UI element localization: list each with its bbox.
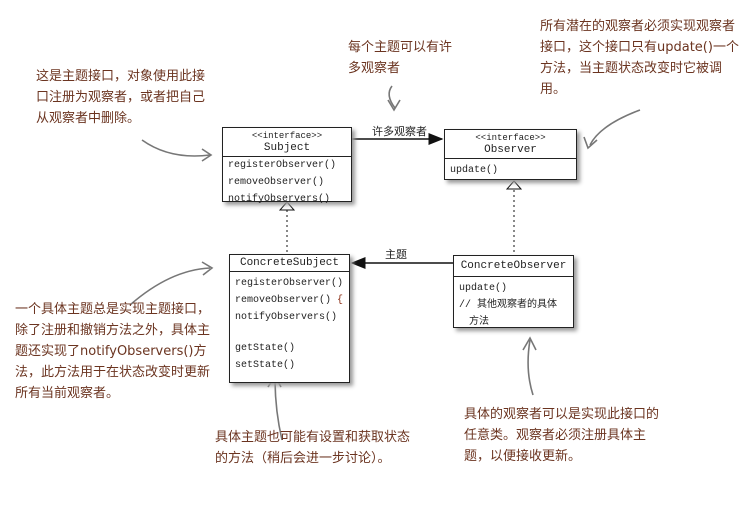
class-name: ConcreteObserver	[460, 260, 567, 272]
class-name: Observer	[484, 144, 537, 156]
realization-triangle-observer	[505, 180, 523, 190]
note-concrete-observer: 具体的观察者可以是实现此接口的任意类。观察者必须注册具体主题，以便接收更新。	[464, 407, 660, 464]
stereotype: <<interface>>	[251, 131, 323, 141]
pointer-arrow-note1	[141, 139, 211, 157]
class-name: ConcreteSubject	[239, 257, 340, 269]
method-body-brace: {···}	[337, 295, 344, 306]
comment: 方法	[469, 317, 489, 328]
method: notifyObservers()	[235, 312, 338, 323]
method: registerObserver()	[228, 160, 337, 171]
note-subject-interface: 这是主题接口，对象使用此接口注册为观察者，或者把自己从观察者中删除。	[36, 69, 206, 126]
method: setState()	[235, 360, 296, 371]
observer-interface-box: <<interface>>Observer update()	[444, 129, 577, 180]
pointer-arrow-note5	[274, 377, 283, 441]
label-subject: 主题	[385, 248, 407, 261]
concrete-subject-box: ConcreteSubject registerObserver() {···}…	[229, 254, 350, 383]
pointer-arrow-note4	[129, 267, 211, 306]
note-concrete-subject: 一个具体主题总是实现主题接口，除了注册和撤销方法之外，具体主题还实现了notif…	[15, 302, 211, 401]
pointer-arrow-note2	[388, 85, 396, 109]
comment: // 其他观察者的具体	[459, 300, 558, 311]
method: registerObserver()	[235, 278, 344, 289]
method: notifyObservers()	[228, 194, 331, 205]
realization-triangle-subject	[278, 201, 296, 211]
method: removeObserver()	[235, 295, 332, 306]
note-many-observers: 每个主题可以有许多观察者	[348, 40, 453, 76]
stereotype: <<interface>>	[475, 133, 546, 143]
method: update()	[459, 283, 508, 294]
label-many-observers: 许多观察者	[372, 125, 427, 138]
method: getState()	[235, 343, 296, 354]
class-name: Subject	[263, 142, 311, 154]
subject-interface-box: <<interface>>Subject registerObserver() …	[222, 127, 352, 205]
note-observer-interface: 所有潜在的观察者必须实现观察者接口，这个接口只有update()一个方法，当主题…	[540, 19, 739, 97]
method-body-brace: {···}	[343, 312, 344, 323]
pointer-arrow-note3	[589, 109, 641, 146]
note-state-methods: 具体主题也可能有设置和获取状态的方法（稍后会进一步讨论）。	[215, 430, 411, 466]
pointer-arrow-note6	[527, 339, 534, 396]
concrete-observer-box: ConcreteObserver update() // 其他观察者的具体 方法	[453, 255, 574, 328]
method: removeObserver()	[228, 177, 325, 188]
method: update()	[450, 165, 499, 176]
